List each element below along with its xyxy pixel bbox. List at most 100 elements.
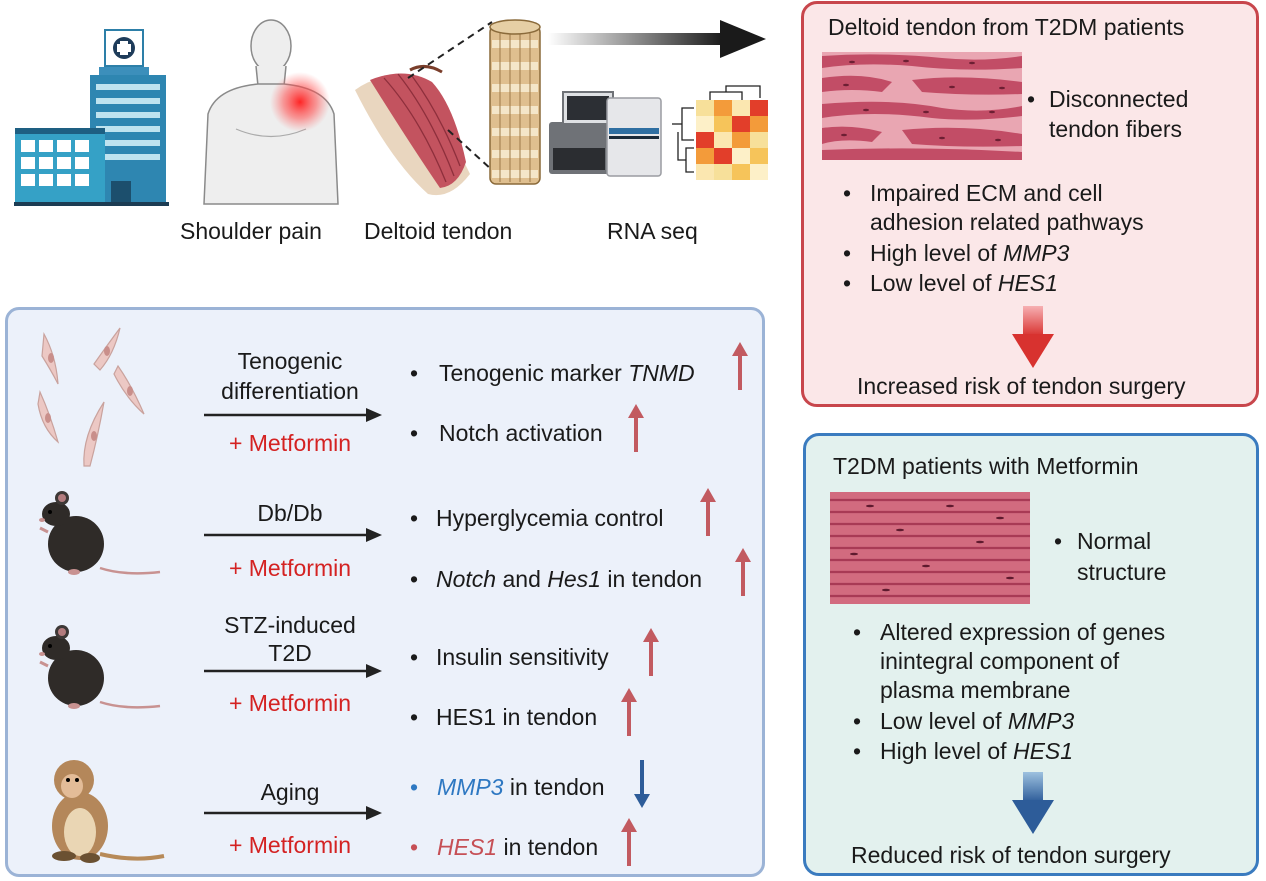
rna-seq-label: RNA seq — [607, 218, 698, 244]
up-arrow-icon — [621, 688, 637, 736]
gene-hes1: Hes1 — [547, 566, 601, 592]
bullet-dot: • — [410, 505, 419, 531]
gene-hes1: HES1 — [437, 834, 498, 860]
down-arrow-icon — [634, 760, 650, 808]
dbdb-mouse-icon — [39, 491, 161, 575]
disconnected-label-2: tendon fibers — [1049, 116, 1182, 142]
cells-arrow — [204, 408, 382, 422]
deltoid-tendon-label: Deltoid tendon — [364, 218, 513, 244]
monkey-icon — [52, 760, 165, 863]
normal-fibers-image — [830, 492, 1030, 604]
in-tendon-suffix: in tendon — [600, 566, 702, 592]
high-level-prefix: High level of — [870, 240, 1003, 266]
tenogenic-marker-prefix: Tenogenic marker — [439, 360, 629, 386]
hes1-tendon-text: HES1 in tendon — [436, 704, 598, 730]
bullet-dot: • — [853, 619, 862, 645]
conjunction: and — [496, 566, 548, 592]
up-arrow-icon — [628, 404, 644, 452]
aging-metformin: + Metformin — [228, 832, 352, 858]
shoulder-pain-label: Shoulder pain — [180, 218, 322, 244]
bullet-dot: • — [410, 704, 419, 730]
hes1-tendon-aging-text: HES1 in tendon — [437, 834, 598, 861]
up-arrow-icon — [700, 488, 716, 536]
bullet-dot: • — [410, 644, 419, 670]
disconnected-fibers-image — [822, 52, 1022, 160]
low-hes1-text: Low level of HES1 — [870, 270, 1058, 297]
high-mmp3-text: High level of MMP3 — [870, 240, 1069, 267]
altered-expression-3: plasma membrane — [880, 677, 1071, 703]
increased-risk-arrow — [1012, 306, 1054, 368]
t2dm-panel-title: Deltoid tendon from T2DM patients — [828, 14, 1185, 40]
disconnected-label-1: Disconnected — [1049, 86, 1189, 112]
stz-condition-2: T2D — [268, 640, 312, 666]
gene-mmp3: MMP3 — [1002, 240, 1070, 266]
cells-condition-1: Tenogenic — [237, 348, 343, 374]
normal-structure-2: structure — [1077, 559, 1167, 585]
low-mmp3-text: Low level of MMP3 — [880, 708, 1074, 735]
cells-condition-2: differentiation — [221, 378, 359, 404]
disconnected-bullet: • — [1027, 86, 1036, 112]
bullet-dot: • — [843, 240, 852, 266]
reduced-risk-label: Reduced risk of tendon surgery — [851, 842, 1171, 868]
workflow-arrow — [548, 20, 766, 58]
up-arrow-icon — [621, 818, 637, 866]
bullet-dot: • — [410, 774, 419, 800]
impaired-ecm-line1: Impaired ECM and cell — [870, 180, 1103, 206]
impaired-ecm-line2: adhesion related pathways — [870, 209, 1144, 235]
altered-expression-1: Altered expression of genes — [880, 619, 1166, 645]
reduced-risk-arrow — [1012, 772, 1054, 834]
gene-hes1: HES1 — [997, 270, 1058, 296]
bullet-dot: • — [853, 708, 862, 734]
low-level-prefix: Low level of — [880, 708, 1008, 734]
normal-structure-1: Normal — [1077, 528, 1152, 554]
bullet-dot: • — [410, 834, 419, 860]
increased-risk-label: Increased risk of tendon surgery — [857, 373, 1186, 399]
normal-bullet: • — [1054, 528, 1063, 554]
stz-condition-1: STZ-induced — [224, 612, 356, 638]
gene-mmp3: MMP3 — [1007, 708, 1075, 734]
up-arrow-icon — [732, 342, 748, 390]
in-tendon-suffix: in tendon — [497, 834, 599, 860]
gene-hes1: HES1 — [1012, 738, 1074, 764]
bullet-dot: • — [843, 270, 852, 296]
stz-metformin: + Metformin — [228, 690, 352, 716]
stz-mouse-icon — [39, 625, 161, 709]
cells-icon — [37, 327, 145, 467]
hospital-icon — [14, 29, 169, 206]
high-hes1-text: High level of HES1 — [880, 738, 1073, 765]
bullet-dot: • — [853, 738, 862, 764]
notch-activation-text: Notch activation — [439, 420, 603, 446]
dbdb-arrow — [204, 528, 382, 542]
gene-mmp3: MMP3 — [437, 774, 504, 800]
human-shoulder-pain-icon — [203, 19, 339, 205]
altered-expression-2: inintegral component of — [880, 648, 1120, 674]
deltoid-muscle-icon — [355, 65, 470, 196]
heatmap-icon — [672, 85, 768, 180]
gene-notch: Notch — [436, 566, 497, 592]
insulin-sensitivity-text: Insulin sensitivity — [436, 644, 609, 670]
tenogenic-marker-text: Tenogenic marker TNMD — [439, 360, 695, 387]
cells-metformin: + Metformin — [228, 430, 352, 456]
dbdb-metformin: + Metformin — [228, 555, 352, 581]
mmp3-tendon-text: MMP3 in tendon — [437, 774, 604, 801]
hyperglycemia-control-text: Hyperglycemia control — [436, 505, 664, 531]
up-arrow-icon — [643, 628, 659, 676]
gene-tnmd: TNMD — [628, 360, 695, 386]
sequencer-icon — [549, 91, 662, 177]
in-tendon-suffix: in tendon — [503, 774, 605, 800]
bullet-dot: • — [843, 180, 852, 206]
high-level-prefix: High level of — [880, 738, 1013, 764]
bullet-dot: • — [410, 420, 419, 446]
aging-arrow — [204, 806, 382, 820]
low-level-prefix: Low level of — [870, 270, 998, 296]
bullet-dot: • — [410, 360, 419, 386]
notch-hes1-text: Notch and Hes1 in tendon — [436, 566, 702, 593]
aging-condition: Aging — [260, 779, 320, 805]
up-arrow-icon — [735, 548, 751, 596]
bullet-dot: • — [410, 566, 419, 592]
zoom-dashed-lines — [407, 21, 493, 171]
dbdb-condition: Db/Db — [257, 500, 323, 526]
stz-arrow — [204, 664, 382, 678]
tendon-bundle-icon — [489, 19, 541, 185]
metformin-panel-title: T2DM patients with Metformin — [833, 453, 1139, 479]
